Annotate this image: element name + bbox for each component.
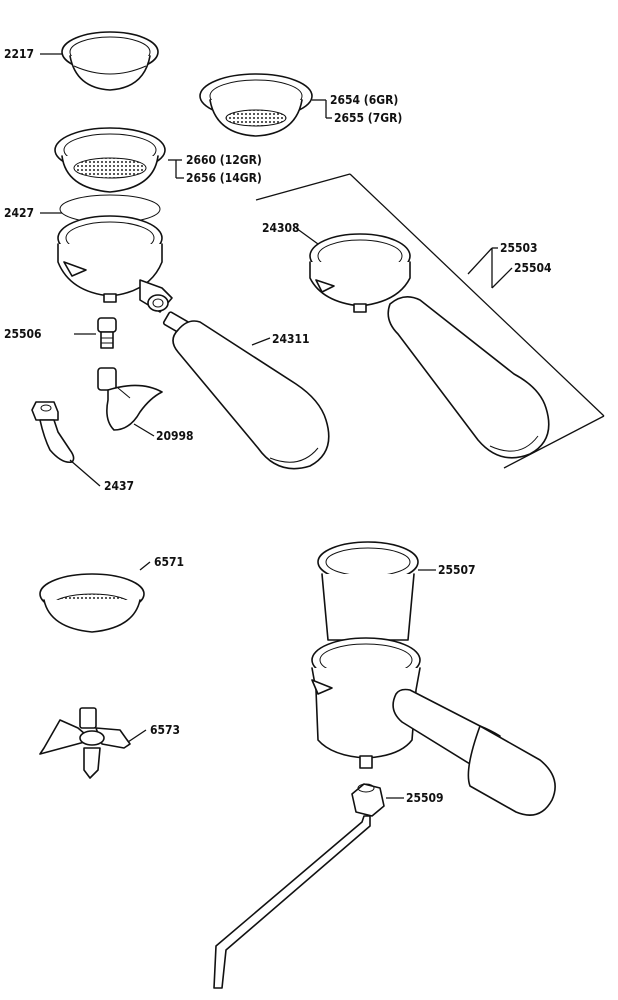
filter-basket-2660-2656 [54, 127, 166, 193]
spout-nut-25506 [97, 317, 117, 349]
label-25506: 25506 [4, 327, 42, 341]
label-25504: 25504 [514, 261, 552, 275]
label-20998: 20998 [156, 429, 194, 443]
handle-24311 [162, 311, 330, 470]
single-spout-2437 [31, 401, 75, 464]
label-2655: 2655 (7GR) [334, 111, 402, 125]
label-25509: 25509 [406, 791, 444, 805]
label-24308: 24308 [262, 221, 300, 235]
lower-portafilter-assembly [311, 637, 556, 816]
label-2656: 2656 (14GR) [186, 171, 262, 185]
label-2427: 2427 [4, 206, 34, 220]
label-2654: 2654 (6GR) [330, 93, 398, 107]
label-24311: 24311 [272, 332, 310, 346]
nipple-tube-25509 [213, 783, 385, 989]
label-6571: 6571 [154, 555, 184, 569]
bottomless-cup-25507 [317, 541, 419, 641]
double-spout-20998 [97, 367, 163, 431]
label-6573: 6573 [150, 723, 180, 737]
spider-insert-6573 [39, 707, 131, 779]
filter-basket-2654-2655 [199, 73, 313, 137]
label-2437: 2437 [104, 479, 134, 493]
label-2660: 2660 (12GR) [186, 153, 262, 167]
portafilter-24308 [309, 233, 550, 459]
filter-basket-2217 [61, 31, 159, 91]
portafilter-body [57, 215, 173, 313]
filter-basket-6571 [39, 573, 145, 633]
label-25507: 25507 [438, 563, 476, 577]
label-25503: 25503 [500, 241, 538, 255]
assembly-frame-25503-25504 [255, 173, 605, 469]
label-2217: 2217 [4, 47, 34, 61]
